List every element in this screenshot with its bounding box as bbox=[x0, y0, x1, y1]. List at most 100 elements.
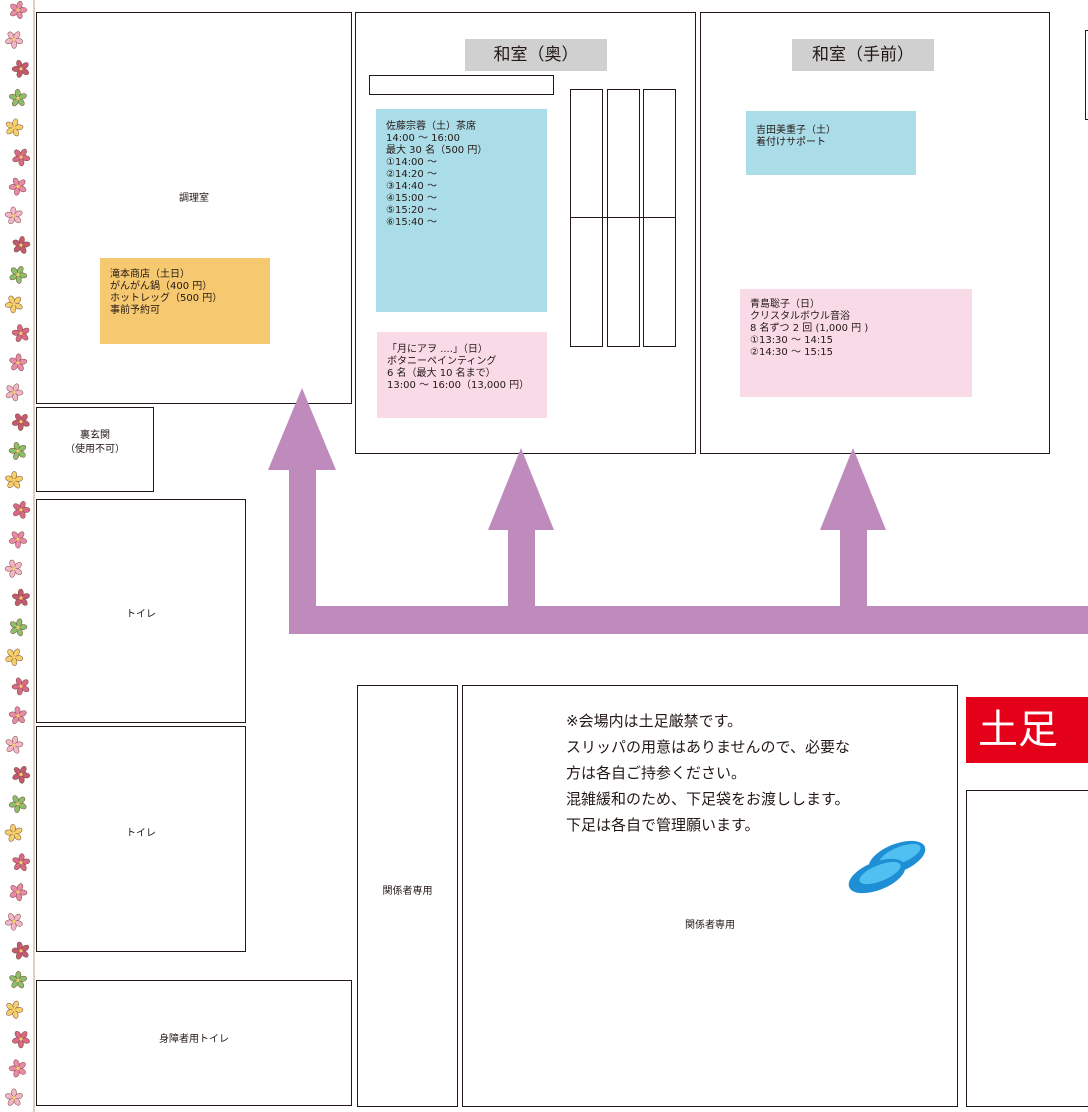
note-line: 最大 30 名（500 円） bbox=[386, 145, 488, 156]
back-entrance-label: 裏玄関 （使用不可） bbox=[65, 430, 125, 455]
staff-only-narrow-room: 関係者専用 bbox=[357, 685, 458, 1107]
arrowhead-washitsu-back bbox=[488, 448, 554, 530]
back-entrance-room: 裏玄関 （使用不可） bbox=[36, 407, 154, 492]
flower-icon bbox=[13, 500, 31, 519]
tatami-panel bbox=[570, 89, 603, 347]
arrow-shaft-kitchen bbox=[289, 470, 316, 634]
shelf-bar bbox=[369, 75, 554, 95]
tatami-panel bbox=[643, 89, 676, 347]
note-line: 吉田美重子（土） bbox=[756, 125, 836, 136]
flower-icon bbox=[4, 295, 23, 314]
shoes-banner: 土足 bbox=[966, 697, 1088, 763]
flower-icon bbox=[4, 824, 23, 842]
arrow-corridor bbox=[289, 606, 1088, 634]
note-yoshida: 吉田美重子（土） 着付けサポート bbox=[746, 111, 916, 175]
accessible-toilet-label: 身障者用トイレ bbox=[159, 1034, 229, 1045]
note-line: ボタニーペインティング bbox=[387, 356, 497, 367]
kitchen-room: 調理室 bbox=[36, 12, 352, 404]
tatami-panel bbox=[607, 89, 640, 347]
flower-icon bbox=[9, 531, 27, 549]
flower-icon bbox=[6, 1000, 24, 1019]
note-line: 事前予約可 bbox=[110, 305, 160, 316]
note-line: クリスタルボウル音浴 bbox=[750, 311, 850, 322]
note-line: 14:00 ～ 16:00 bbox=[386, 133, 460, 144]
flower-icon bbox=[8, 706, 27, 724]
flower-icon bbox=[12, 853, 31, 871]
flower-icon bbox=[9, 970, 27, 989]
flower-icon bbox=[12, 236, 31, 254]
arrowhead-washitsu-front bbox=[820, 448, 886, 530]
note-line: ③14:40 ～ bbox=[386, 181, 437, 192]
notice-line: スリッパの用意はありませんので、必要な bbox=[566, 738, 850, 756]
notice-line: ※会場内は土足厳禁です。 bbox=[566, 712, 743, 730]
note-line: ①14:00 ～ bbox=[386, 157, 437, 168]
note-line: ①13:30 ～ 14:15 bbox=[750, 335, 833, 346]
offscreen-room-edge bbox=[1085, 30, 1088, 120]
flower-icon bbox=[8, 1059, 26, 1078]
flower-icon bbox=[11, 941, 30, 960]
staff-only-label: 関係者専用 bbox=[685, 920, 735, 931]
flower-icon bbox=[8, 442, 27, 460]
flower-icon bbox=[9, 88, 27, 107]
flower-icon bbox=[8, 177, 27, 196]
staff-only-label: 関係者専用 bbox=[382, 886, 433, 897]
note-takimoto: 滝本商店（土日） がんがん鍋（400 円） ホットレッグ（500 円） 事前予約… bbox=[100, 258, 270, 344]
note-line: がんがん鍋（400 円） bbox=[110, 281, 213, 292]
flower-border-icon bbox=[4, 0, 35, 1112]
note-line: 滝本商店（土日） bbox=[110, 269, 190, 280]
flower-icon bbox=[9, 266, 28, 284]
arrow-shaft-washitsu-front bbox=[840, 530, 867, 620]
note-line: 青島聡子（日） bbox=[750, 299, 820, 310]
flower-icon bbox=[8, 795, 27, 813]
washitsu-back-title: 和室（奥） bbox=[465, 39, 607, 71]
flower-icon bbox=[5, 31, 23, 49]
kitchen-label: 調理室 bbox=[179, 193, 209, 204]
flower-icon bbox=[5, 471, 23, 489]
note-tsuki: 「月にアヲ ....」（日） ボタニーペインティング 6 名（最大 10 名まで… bbox=[377, 332, 547, 418]
note-line: 8 名ずつ 2 回 (1,000 円 ) bbox=[750, 323, 869, 334]
flower-icon bbox=[5, 648, 24, 667]
note-line: ②14:30 ～ 15:15 bbox=[750, 347, 833, 358]
note-line: ②14:20 ～ bbox=[386, 169, 437, 180]
flower-icon bbox=[12, 766, 31, 784]
staff-only-wide-room: 関係者専用 bbox=[462, 685, 958, 1107]
flower-icon bbox=[5, 118, 24, 137]
flower-icon bbox=[11, 59, 29, 78]
flower-icon bbox=[10, 1, 28, 19]
note-line: 13:00 ～ 16:00（13,000 円） bbox=[387, 380, 530, 391]
flower-icon bbox=[12, 1031, 30, 1049]
notice-line: 方は各自ご持参ください。 bbox=[566, 764, 747, 782]
note-sato: 佐藤宗蓉（土）茶席 14:00 ～ 16:00 最大 30 名（500 円） ①… bbox=[376, 109, 547, 312]
note-aoshima: 青島聡子（日） クリスタルボウル音浴 8 名ずつ 2 回 (1,000 円 ) … bbox=[740, 289, 972, 397]
flower-icon bbox=[12, 148, 31, 167]
tatami-divider bbox=[570, 217, 676, 218]
flower-icon bbox=[5, 383, 24, 402]
flower-icon bbox=[4, 913, 23, 931]
right-room bbox=[966, 790, 1088, 1107]
toilet-room-2: トイレ bbox=[36, 726, 246, 952]
note-line: 着付けサポート bbox=[756, 137, 826, 148]
flower-icon bbox=[5, 735, 24, 754]
washitsu-front-title: 和室（手前） bbox=[792, 39, 934, 71]
note-line: 「月にアヲ ....」（日） bbox=[387, 344, 488, 355]
toilet-room-1: トイレ bbox=[36, 499, 246, 723]
flower-icon bbox=[11, 677, 30, 696]
flower-icon bbox=[12, 588, 30, 606]
flower-icon bbox=[11, 413, 30, 431]
toilet-label: トイレ bbox=[126, 828, 156, 839]
flower-icon bbox=[9, 618, 28, 637]
flower-icon bbox=[4, 559, 22, 578]
flower-icon bbox=[9, 883, 28, 902]
notice-line: 下足は各自で管理願います。 bbox=[566, 816, 760, 834]
note-line: 佐藤宗蓉（土）茶席 bbox=[386, 121, 476, 132]
shoe-notice: ※会場内は土足厳禁です。 スリッパの用意はありませんので、必要な 方は各自ご持参… bbox=[566, 708, 850, 838]
flower-icon bbox=[5, 1088, 23, 1106]
flower-icon bbox=[11, 324, 30, 342]
flower-border bbox=[0, 0, 44, 1112]
note-line: ホットレッグ（500 円） bbox=[110, 293, 223, 304]
arrow-shaft-washitsu-back bbox=[508, 530, 535, 620]
toilet-label: トイレ bbox=[126, 609, 156, 620]
note-line: ⑤15:20 ～ bbox=[386, 205, 437, 216]
flower-icon bbox=[4, 206, 23, 225]
flower-icon bbox=[9, 353, 28, 372]
